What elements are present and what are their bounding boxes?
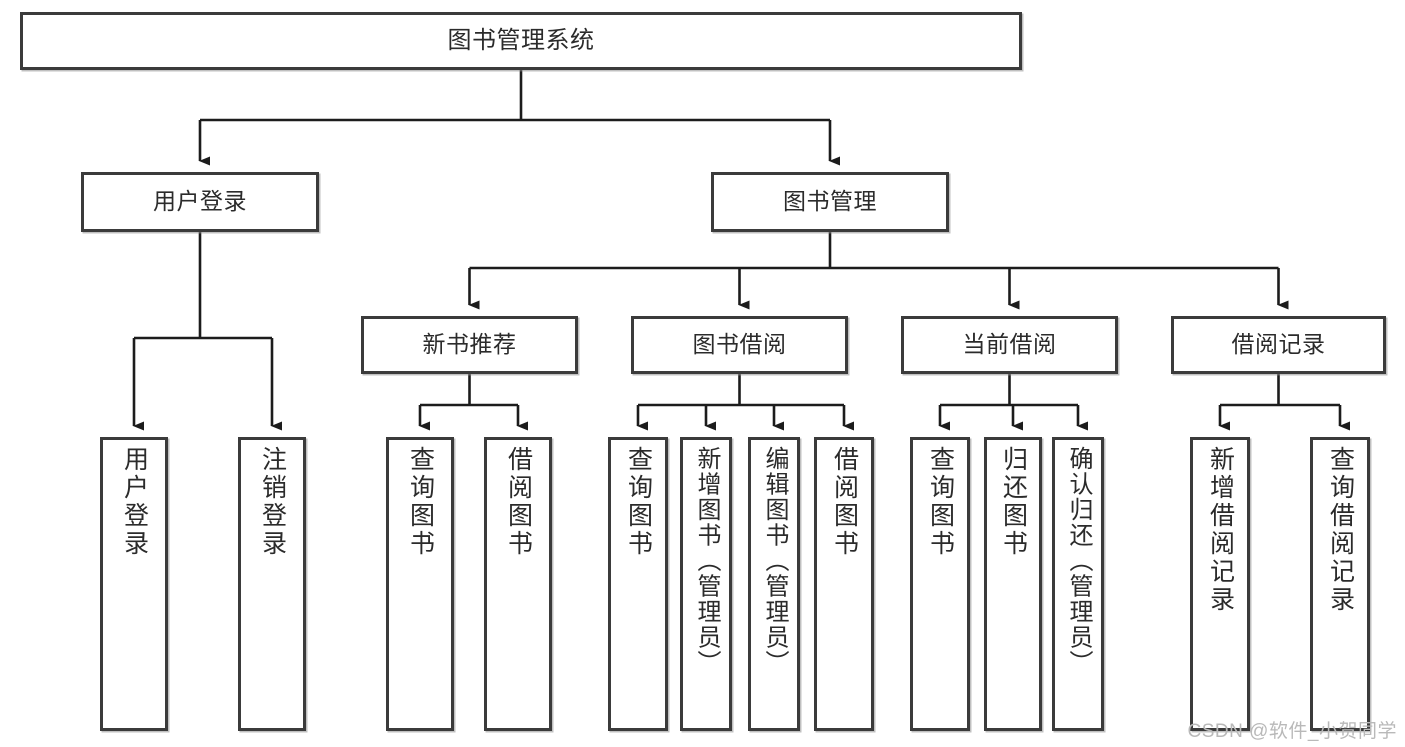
node-l1_1[interactable]: 图书管理 — [711, 172, 949, 232]
node-leaf_0[interactable]: 用户登录 — [100, 437, 168, 731]
node-label: 借阅记录 — [1231, 331, 1326, 358]
node-label: 查询借阅记录 — [1326, 446, 1355, 614]
node-leaf_4[interactable]: 查询图书 — [608, 437, 668, 731]
node-label: 用户登录 — [153, 188, 247, 215]
node-l1_0[interactable]: 用户登录 — [81, 172, 319, 232]
node-leaf_5[interactable]: 新增图书（管理员） — [680, 437, 732, 731]
node-leaf_1[interactable]: 注销登录 — [238, 437, 306, 731]
watermark: CSDN @软件_小贺同学 — [1187, 721, 1397, 742]
node-label: 注销登录 — [258, 446, 287, 558]
node-leaf_10[interactable]: 确认归还（管理员） — [1052, 437, 1104, 731]
node-leaf_6[interactable]: 编辑图书（管理员） — [748, 437, 800, 731]
node-label: 归还图书 — [999, 446, 1028, 558]
node-label: 确认归还（管理员） — [1064, 446, 1092, 676]
node-leaf_3[interactable]: 借阅图书 — [484, 437, 552, 731]
node-leaf_12[interactable]: 查询借阅记录 — [1310, 437, 1370, 731]
node-label: 用户登录 — [120, 446, 149, 558]
node-l2_0[interactable]: 新书推荐 — [361, 316, 578, 374]
node-leaf_8[interactable]: 查询图书 — [910, 437, 970, 731]
node-leaf_11[interactable]: 新增借阅记录 — [1190, 437, 1250, 731]
node-label: 查询图书 — [406, 446, 435, 558]
node-label: 查询图书 — [926, 446, 955, 558]
node-label: 新增借阅记录 — [1206, 446, 1235, 614]
node-label: 当前借阅 — [962, 331, 1057, 358]
node-l2_3[interactable]: 借阅记录 — [1171, 316, 1386, 374]
node-root[interactable]: 图书管理系统 — [20, 12, 1022, 70]
node-label: 新增图书（管理员） — [692, 446, 720, 676]
node-label: 图书管理 — [783, 188, 877, 215]
node-l2_1[interactable]: 图书借阅 — [631, 316, 848, 374]
node-label: 图书管理系统 — [447, 26, 595, 54]
node-label: 借阅图书 — [504, 446, 533, 558]
node-leaf_7[interactable]: 借阅图书 — [814, 437, 874, 731]
node-leaf_9[interactable]: 归还图书 — [984, 437, 1042, 731]
node-label: 编辑图书（管理员） — [760, 446, 788, 676]
node-l2_2[interactable]: 当前借阅 — [901, 316, 1118, 374]
node-label: 新书推荐 — [422, 331, 517, 358]
node-leaf_2[interactable]: 查询图书 — [386, 437, 454, 731]
node-label: 查询图书 — [624, 446, 653, 558]
node-label: 借阅图书 — [830, 446, 859, 558]
node-label: 图书借阅 — [692, 331, 787, 358]
